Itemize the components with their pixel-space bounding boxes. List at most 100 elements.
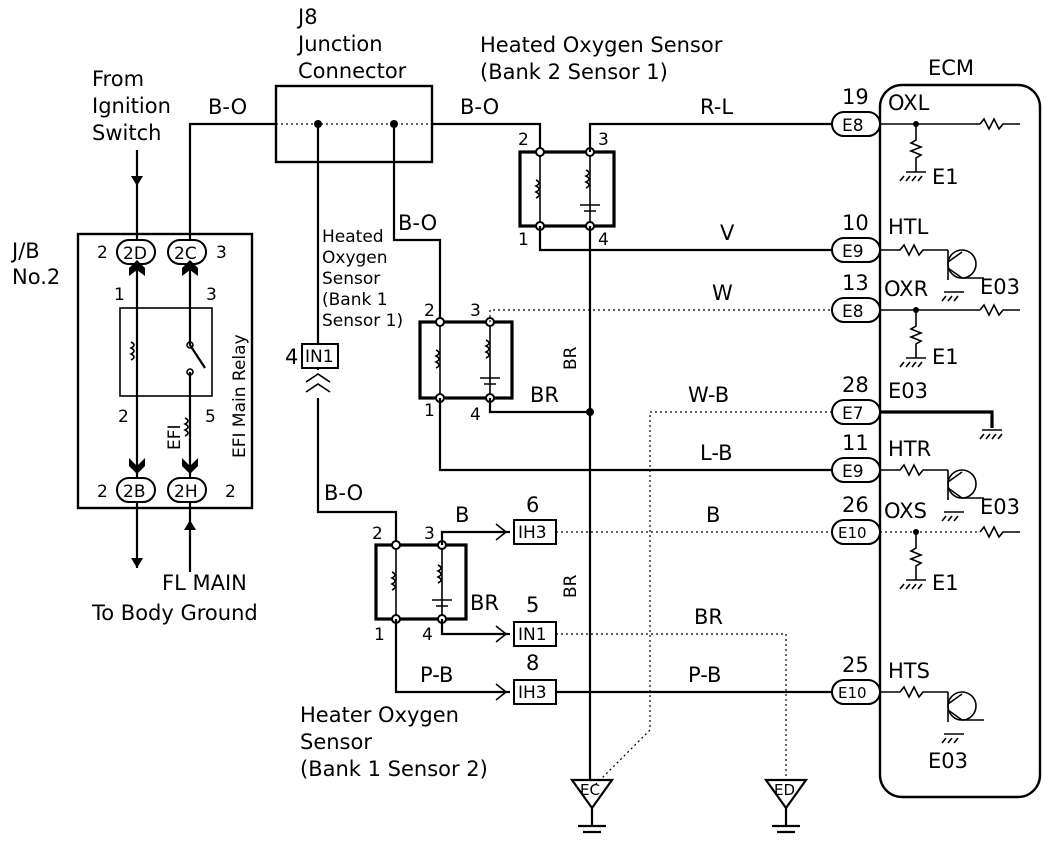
svg-text:ED: ED [774, 781, 795, 799]
ecm-oxr: OXR [884, 277, 928, 301]
efi-fuse-icon [183, 417, 189, 437]
ecm-oxl: OXL [888, 91, 930, 115]
b1s2-pin-4: 4 [422, 625, 433, 645]
pin-2C: 3 [216, 243, 227, 263]
relay-coil-icon [129, 341, 135, 361]
heater-resistor-icon [390, 571, 396, 591]
hts-transistor-icon [947, 692, 984, 722]
j8-label-1: J8 [296, 5, 318, 29]
hts-resistor-icon [880, 685, 948, 699]
connector-ih3-8 [513, 679, 557, 705]
wire-label-rl: R-L [700, 95, 733, 119]
ecm-terminal-e9b-label: E9 [842, 462, 864, 482]
wire-label-pb-2: P-B [688, 663, 721, 687]
wire-wb [593, 411, 832, 787]
pin-2H: 2 [225, 482, 236, 502]
hos-b2s1-label-1: Heated Oxygen Sensor [480, 33, 723, 57]
ecm-box [878, 83, 1042, 799]
wire-w [489, 309, 832, 322]
e03-ground-icon [941, 291, 964, 302]
arrow-down-icon [131, 176, 143, 186]
relay-pin-5: 5 [205, 407, 216, 427]
ground-ed: ED [763, 778, 809, 834]
hos-b1s1-label-4: (Bank 1 [322, 290, 388, 310]
ecm-pin-13: 13 [842, 271, 869, 295]
terminal-arrow-icon [129, 260, 145, 276]
wire-label-br-2: BR [561, 574, 581, 598]
efi-main-relay [119, 307, 213, 397]
efi-main-relay-label: EFI Main Relay [230, 334, 250, 458]
wire-br-ground [556, 633, 787, 780]
htr-transistor-icon [947, 470, 984, 500]
ground-e1-a: E1 [932, 165, 959, 189]
wire-v [538, 226, 832, 252]
hos-b2s1-label-2: (Bank 2 Sensor 1) [480, 60, 668, 84]
jb-box [76, 232, 254, 510]
connector-in1-5-label: IN1 [518, 625, 547, 645]
htl-transistor-icon [947, 249, 977, 279]
b1s2-pin-3: 3 [424, 524, 435, 544]
sensor-b1s2 [374, 543, 468, 621]
sensor-pin [535, 147, 545, 157]
sensor-element-icon [432, 564, 452, 607]
b1s1-pin-4: 4 [470, 405, 481, 425]
wire-label-b-left: B [455, 503, 469, 527]
e1-ground-icon [899, 532, 926, 590]
arrow-right-icon [495, 625, 508, 643]
wire-label-br-3: BR [530, 383, 559, 407]
ecm-htr: HTR [888, 437, 931, 461]
ecm-oxs: OXS [884, 499, 927, 523]
j8-junction-connector [274, 84, 434, 164]
ground-ec: EC [569, 778, 615, 834]
ground-e1-b: E1 [932, 345, 959, 369]
jb-label-2: No.2 [12, 265, 60, 289]
b1s2-pin-1: 1 [374, 625, 385, 645]
jb-label-1: J/B [10, 239, 40, 263]
ecm-terminal-e9-label: E9 [842, 242, 864, 262]
j8-label-2: Junction [296, 32, 383, 56]
wire-b-left [440, 530, 510, 545]
b1s1-pin-2: 2 [424, 301, 435, 321]
wire-label-br-5: BR [694, 605, 723, 629]
connector-2H [167, 477, 207, 503]
wire-bo-feed [188, 122, 276, 240]
wire-label-br-4: BR [470, 591, 499, 615]
relay-contact-icon [186, 368, 194, 376]
b2s1-pin-4: 4 [598, 230, 609, 250]
arrow-up-icon [184, 520, 196, 530]
sensor-internal [439, 326, 491, 394]
ecm-terminal-e8-label: E8 [842, 116, 864, 136]
b1s1-pin-3: 3 [470, 301, 481, 321]
terminal-arrow-icon [182, 458, 198, 474]
hts-transistor-icon [947, 691, 977, 721]
sensor-internal [539, 156, 591, 222]
wire-label-bo-1: B-O [208, 95, 247, 119]
oxr-resistor-icon [880, 303, 1020, 317]
wire-label-bo-3: B-O [398, 211, 437, 235]
connector-ih3-8-label: IH3 [518, 683, 547, 703]
sensor-element-icon [480, 339, 500, 385]
connector-ih3-6-label: IH3 [518, 523, 547, 543]
relay-pin-2: 2 [118, 407, 129, 427]
wire-pb-left [394, 619, 510, 694]
relay-pin-3: 3 [206, 285, 217, 305]
wire-br-b1s2 [440, 619, 510, 636]
hos-b1s2-label-3: (Bank 1 Sensor 2) [300, 757, 488, 781]
from-ignition-1: From [92, 67, 144, 91]
connector-chevron-icon [305, 373, 331, 393]
wire-label-bo-4: B-O [324, 481, 363, 505]
b1s1-pin-1: 1 [424, 401, 435, 421]
wire-label-w: W [712, 281, 733, 305]
b1s2-pin-2: 2 [372, 524, 383, 544]
sensor-internal [395, 549, 443, 615]
sensor-element-icon [580, 169, 600, 212]
relay-pin-1: 1 [114, 285, 125, 305]
relay-contact-icon [186, 341, 194, 349]
connector-2D-label: 2D [123, 244, 147, 264]
connector-ih3-6 [513, 519, 557, 545]
ecm-hts: HTS [888, 659, 930, 683]
arrow-right-icon [495, 683, 508, 701]
arrow-down-icon [131, 558, 143, 568]
